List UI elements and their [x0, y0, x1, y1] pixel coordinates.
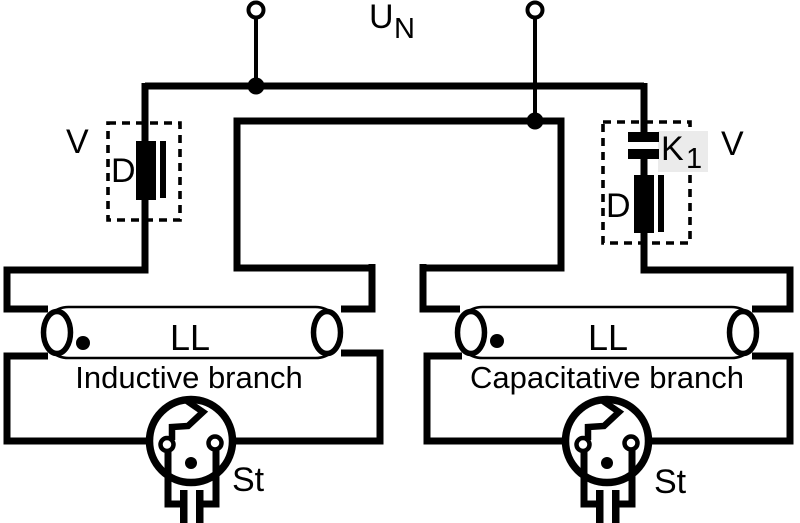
left-branch-name: Inductive branch	[75, 360, 302, 395]
left-ballast-group-box	[106, 121, 182, 222]
left-lamp-dot	[76, 336, 90, 350]
left-starter-pin-right	[206, 434, 224, 452]
left-starter-dot	[185, 457, 197, 469]
right-starter-bimetal-contact	[584, 398, 625, 440]
right-starter-capacitor-plate-right	[612, 490, 620, 523]
left-starter-capacitor-lead-left	[164, 445, 184, 508]
left-starter-to-lamp-wire	[214, 349, 384, 445]
right-starter-capacitor-lead-left	[580, 445, 600, 508]
left-choke-core	[136, 141, 156, 200]
left-lamp-label: LL	[170, 317, 210, 358]
neutral-junction-dot	[526, 112, 544, 130]
right-lamp-dot	[490, 334, 504, 348]
capacitor-label-highlight	[658, 131, 708, 172]
left-lamp-electrode-right	[310, 308, 344, 357]
supply-voltage-subscript: N	[394, 13, 415, 45]
right-choke-core	[634, 175, 654, 233]
left-starter-capacitor-plate-right	[196, 490, 204, 523]
phase-terminal	[246, 0, 266, 20]
neutral-loop	[233, 112, 565, 313]
left-choke-shunt-bar	[160, 141, 166, 198]
capacitor-plate-top	[628, 132, 659, 142]
right-starter-to-lamp-wire	[423, 352, 584, 445]
capacitor-plate-bottom	[628, 149, 659, 159]
supply-section: U N	[145, 0, 644, 121]
right-lamp-label: LL	[588, 317, 628, 358]
neutral-loop-wire	[233, 117, 565, 272]
inductive-branch: V D LL Inductive branch St	[3, 83, 384, 523]
right-starter-capacitor-lead-right	[616, 444, 636, 508]
left-ballast-to-lamp-wire	[3, 83, 149, 313]
right-starter-capacitor-plate-left	[596, 490, 604, 523]
left-starter-capacitor-lead-right	[200, 444, 220, 508]
left-ballast-group-label: V	[66, 123, 89, 161]
right-lamp-electrode-right	[726, 308, 760, 357]
right-starter-pin-right	[622, 434, 640, 452]
right-ballast-to-lamp-wire	[640, 155, 794, 313]
capacitative-branch: K 1 V D LL Capacitative branch St	[423, 83, 794, 523]
capacitor-label-subscript: 1	[686, 143, 702, 175]
right-lamp-electrode-left	[454, 308, 488, 357]
left-lamp-to-starter-wire	[3, 352, 168, 445]
left-starter-label: St	[232, 461, 265, 499]
left-starter-pin-left	[158, 435, 176, 454]
phase-junction-dot	[247, 77, 265, 95]
neutral-drop-left-lamp	[341, 264, 376, 313]
right-choke-shunt-bar	[658, 175, 664, 232]
left-starter-bimetal-contact	[168, 398, 209, 440]
left-lamp-electrode-left	[40, 308, 74, 357]
right-branch-name: Capacitative branch	[470, 360, 744, 395]
left-choke-label: D	[111, 152, 136, 190]
neutral-drop-right-lamp	[419, 264, 460, 313]
neutral-terminal	[525, 0, 545, 20]
capacitor-label: K	[661, 130, 684, 168]
supply-voltage-label: U	[369, 0, 394, 36]
right-starter-label: St	[654, 463, 687, 501]
left-starter-capacitor-plate-left	[180, 490, 188, 523]
right-lamp-to-starter-wire	[630, 352, 794, 445]
right-starter-dot	[601, 457, 613, 469]
right-ballast-group-label: V	[721, 125, 744, 163]
right-ballast-group-box	[601, 120, 692, 245]
right-starter-pin-left	[574, 435, 592, 454]
right-choke-label: D	[606, 187, 631, 225]
